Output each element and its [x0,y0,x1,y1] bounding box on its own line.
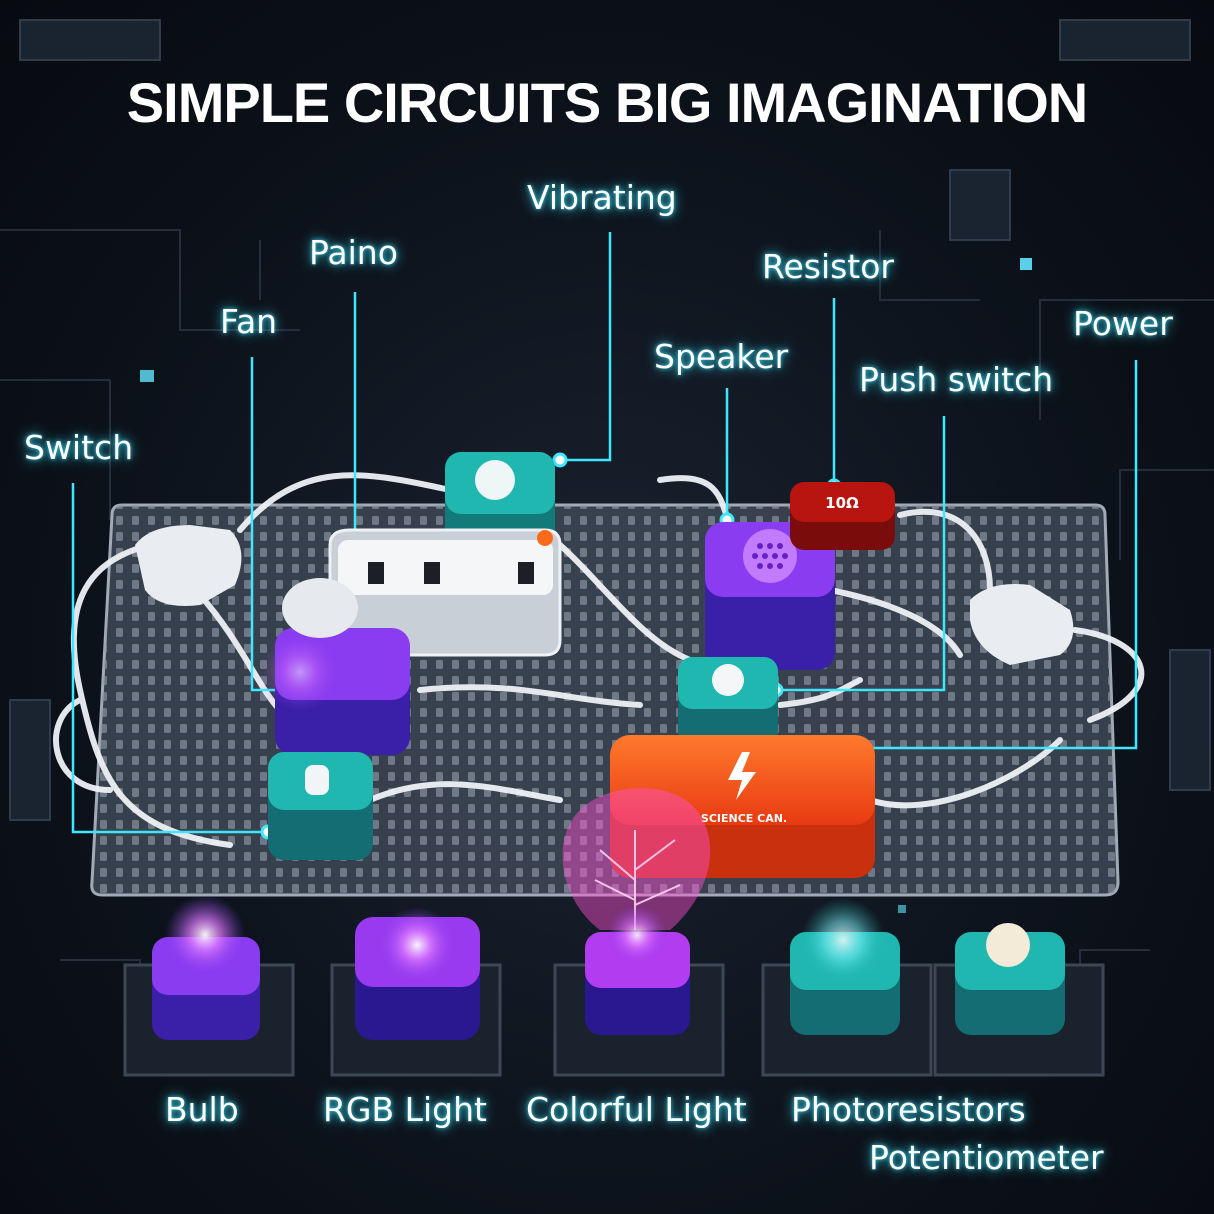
label-paino: Paino [309,233,398,272]
leader-lines [71,232,1138,834]
wire-junction-left [135,525,242,606]
label-push-switch: Push switch [859,360,1054,399]
resistor-module: 10Ω [790,482,895,550]
label-fan: Fan [220,302,278,341]
background-circuitry [0,229,1214,1000]
switch-module [268,752,373,860]
background-chips [9,19,1211,821]
label-rgb-light: RGB Light [323,1090,487,1129]
power-module: SCIENCE CAN. [610,735,875,878]
resistor-value: 10Ω [825,494,859,512]
label-vibrating: Vibrating [527,178,677,217]
piano-module [328,528,562,657]
wire-junction-right [970,584,1074,665]
push-switch-module [678,657,778,745]
potentiometer-module [955,923,1065,1035]
label-speaker: Speaker [654,337,789,376]
label-photoresistors: Photoresistors [791,1090,1026,1129]
label-potentiometer: Potentiometer [869,1138,1104,1177]
label-colorful-light: Colorful Light [526,1090,747,1129]
speaker-module [705,522,835,670]
photoresistor-module [790,898,900,1035]
wires [53,472,1145,848]
label-bulb: Bulb [165,1090,239,1129]
label-switch: Switch [24,428,134,467]
label-power: Power [1073,304,1173,343]
rgb-light-module [355,907,480,1040]
label-resistor: Resistor [762,247,894,286]
colorful-light-module [585,905,690,1035]
lightning-icon [728,752,756,800]
bulb-module [152,895,260,1040]
power-brand: SCIENCE CAN. [701,812,787,825]
page-title: SIMPLE CIRCUITS BIG IMAGINATION [126,71,1088,134]
fan-module [260,578,410,755]
